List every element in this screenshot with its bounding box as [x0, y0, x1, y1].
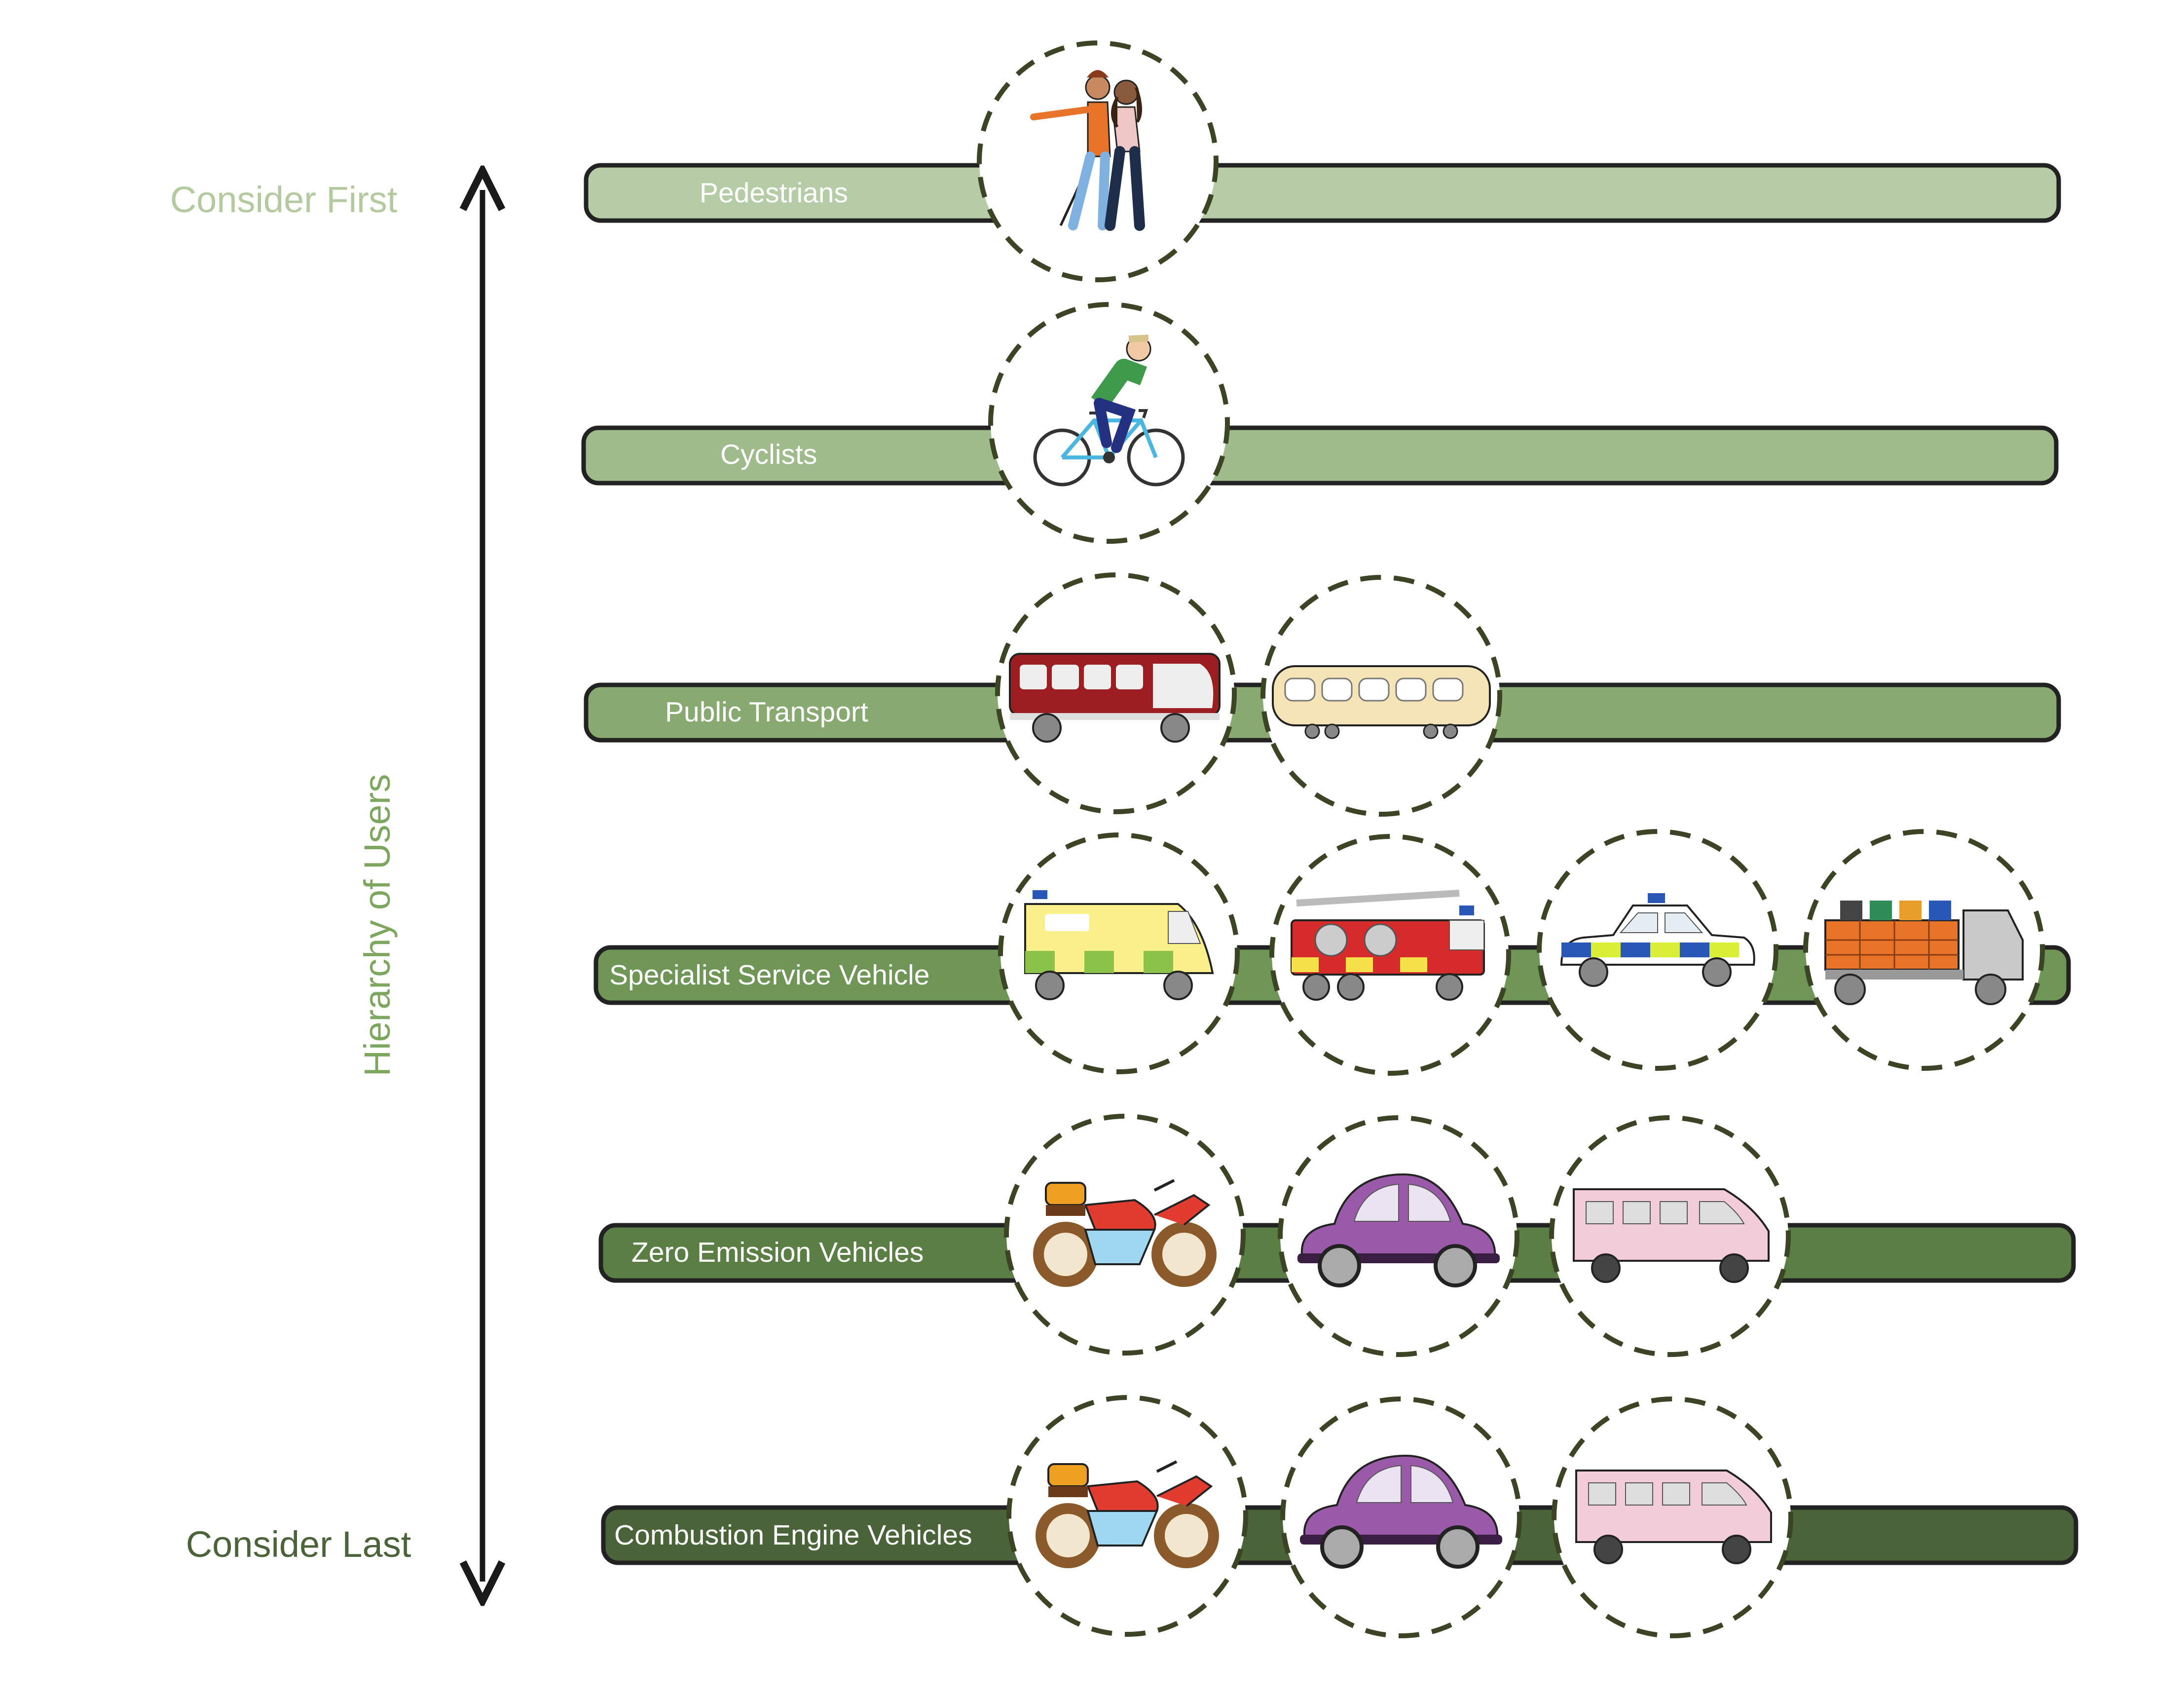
icon-slot: [1280, 1396, 1522, 1638]
icon-slot: [1260, 575, 1502, 817]
icon-slot: [1004, 1114, 1246, 1356]
icon-slot: [1552, 1396, 1793, 1638]
row-label: Pedestrians: [700, 177, 848, 209]
consider-first-label: Consider First: [170, 179, 398, 220]
row-label: Zero Emission Vehicles: [631, 1237, 924, 1268]
icon-slot: [977, 40, 1219, 282]
icon-slot: [1803, 829, 2045, 1071]
row-bar: [584, 163, 2061, 223]
icon-slot: [1269, 834, 1511, 1076]
hierarchy-axis-title: Hierarchy of Users: [357, 774, 398, 1077]
icon-slot: [988, 302, 1230, 544]
icon-slot: [1006, 1395, 1248, 1637]
icon-slot: [1278, 1115, 1519, 1357]
row-cyclists: Cyclists: [581, 302, 2059, 544]
row-label: Specialist Service Vehicle: [609, 959, 930, 991]
row-specialist-service-vehicle: Specialist Service Vehicle: [593, 829, 2071, 1076]
icon-slot: [998, 832, 1240, 1074]
icon-slot: [1549, 1115, 1791, 1357]
row-pedestrians: Pedestrians: [584, 40, 2061, 282]
row-label: Public Transport: [665, 696, 868, 728]
row-label: Combustion Engine Vehicles: [614, 1519, 972, 1551]
row-combustion-engine-vehicles: Combustion Engine Vehicles: [601, 1395, 2078, 1638]
row-label: Cyclists: [720, 439, 817, 470]
consider-last-label: Consider Last: [186, 1524, 411, 1565]
icon-slot: [1537, 829, 1778, 1071]
row-public-transport: Public Transport: [584, 572, 2061, 817]
row-bar: [581, 425, 2059, 486]
row-zero-emission-vehicles: Zero Emission Vehicles: [598, 1114, 2076, 1357]
icon-slot: [995, 572, 1237, 814]
